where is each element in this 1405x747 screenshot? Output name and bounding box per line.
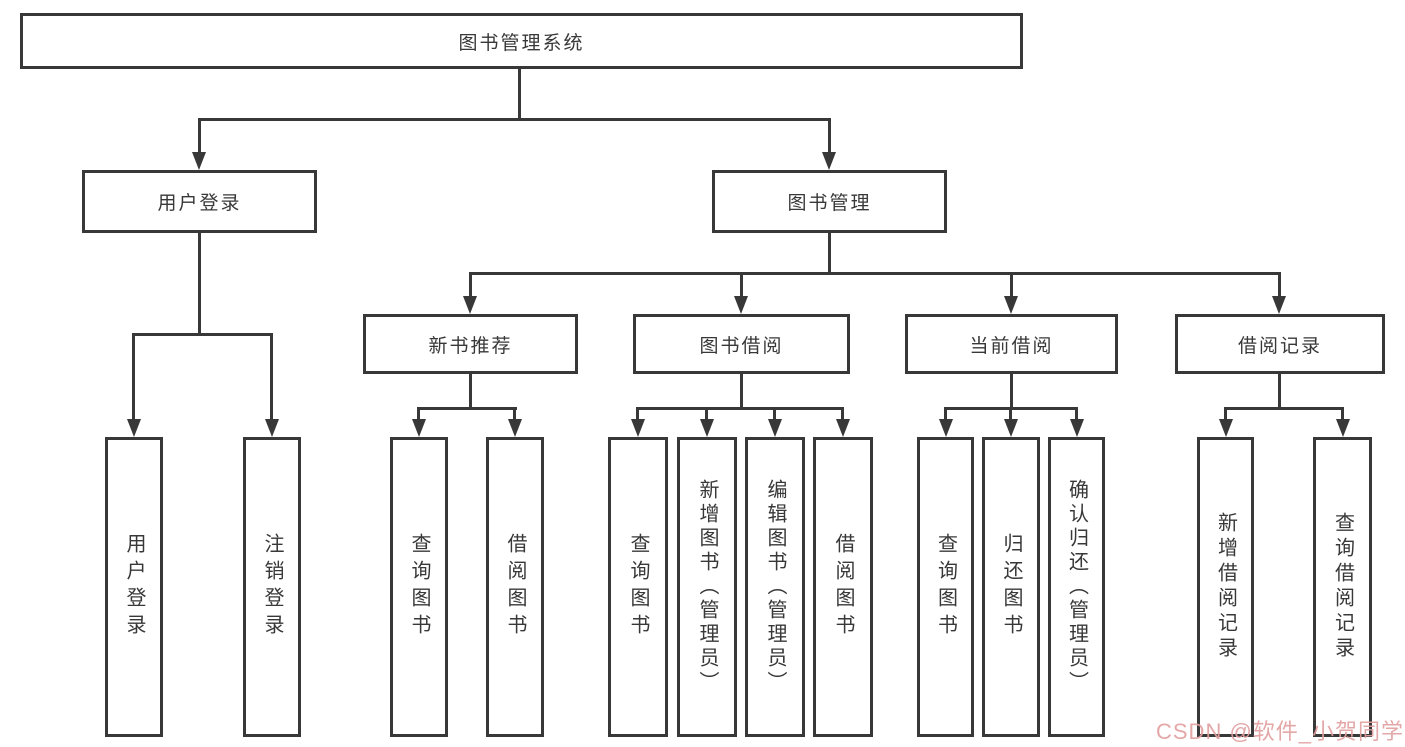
leaf-recommend-query-books: 查询图书 — [390, 437, 448, 737]
connector-root-bar — [198, 118, 830, 121]
node-new-book-recommend: 新书推荐 — [363, 314, 578, 374]
connector-to-current-borrow — [1010, 272, 1013, 298]
leaf-borrow-books-label: 借阅图书 — [832, 533, 854, 641]
arrow-down-icon — [939, 419, 953, 437]
arrow-down-icon — [412, 419, 426, 437]
arrow-down-icon — [1336, 419, 1350, 437]
connector-to-leaf — [773, 407, 776, 421]
connector-to-leaf — [841, 407, 844, 421]
connector-to-leaf — [1075, 407, 1078, 421]
leaf-return-books-label: 归还图书 — [1000, 533, 1022, 641]
connector-book-management-stem — [828, 233, 831, 275]
arrow-down-icon — [463, 296, 477, 314]
leaf-borrow-query-books: 查询图书 — [608, 437, 668, 737]
connector-current-borrow-stem — [1010, 374, 1013, 410]
connector-to-leaf-user-login — [132, 333, 135, 419]
node-root-system: 图书管理系统 — [20, 13, 1023, 69]
connector-borrow-records-stem — [1278, 374, 1281, 410]
connector-user-login-stem — [198, 233, 201, 336]
connector-to-new-book-recommend — [469, 272, 472, 298]
connector-book-borrow-bar — [636, 407, 844, 410]
node-book-borrow: 图书借阅 — [633, 314, 850, 374]
node-book-borrow-label: 图书借阅 — [699, 335, 784, 357]
node-current-borrow-label: 当前借阅 — [969, 335, 1054, 357]
arrow-down-icon — [734, 296, 748, 314]
node-borrow-records-label: 借阅记录 — [1237, 335, 1322, 357]
connector-to-leaf — [944, 407, 947, 421]
node-borrow-records: 借阅记录 — [1175, 314, 1385, 374]
connector-to-borrow-records — [1278, 272, 1281, 298]
leaf-query-borrow-record-label: 查询借阅记录 — [1331, 512, 1354, 662]
connector-to-leaf-logout — [270, 333, 273, 419]
leaf-add-borrow-record-label: 新增借阅记录 — [1214, 512, 1237, 662]
leaf-borrow-query-books-label: 查询图书 — [627, 533, 649, 641]
leaf-add-books-admin: 新增图书（管理员） — [677, 437, 737, 737]
node-user-login: 用户登录 — [82, 170, 317, 233]
arrow-down-icon — [508, 419, 522, 437]
leaf-confirm-return-admin-label: 确认归还（管理员） — [1065, 479, 1088, 695]
arrow-down-icon — [1004, 419, 1018, 437]
leaf-query-borrow-record: 查询借阅记录 — [1313, 437, 1372, 737]
csdn-watermark: CSDN @软件_小贺同学 — [1156, 719, 1405, 744]
arrow-down-icon — [265, 419, 279, 437]
leaf-current-query-books-label: 查询图书 — [934, 533, 957, 641]
leaf-recommend-query-books-label: 查询图书 — [408, 533, 430, 641]
leaf-user-login-label: 用户登录 — [123, 533, 145, 641]
connector-to-leaf — [1341, 407, 1344, 421]
arrow-down-icon — [768, 419, 782, 437]
arrow-down-icon — [700, 419, 714, 437]
arrow-down-icon — [127, 419, 141, 437]
leaf-current-query-books: 查询图书 — [917, 437, 974, 737]
connector-to-user-login — [198, 118, 201, 156]
arrow-down-icon — [631, 419, 645, 437]
leaf-recommend-borrow-books: 借阅图书 — [486, 437, 544, 737]
arrow-down-icon — [1070, 419, 1084, 437]
connector-user-login-bar — [132, 333, 273, 336]
leaf-logout: 注销登录 — [243, 437, 301, 737]
leaf-confirm-return-admin: 确认归还（管理员） — [1048, 437, 1105, 737]
node-new-book-recommend-label: 新书推荐 — [428, 335, 513, 357]
leaf-user-login: 用户登录 — [105, 437, 163, 737]
connector-to-book-borrow — [740, 272, 743, 298]
connector-book-borrow-stem — [740, 374, 743, 410]
leaf-edit-books-admin-label: 编辑图书（管理员） — [764, 479, 786, 695]
node-current-borrow: 当前借阅 — [905, 314, 1118, 374]
connector-book-management-bar — [469, 272, 1281, 275]
leaf-return-books: 归还图书 — [982, 437, 1040, 737]
arrow-down-icon — [1004, 296, 1018, 314]
connector-to-leaf — [1009, 407, 1012, 421]
node-book-management-label: 图书管理 — [787, 193, 872, 214]
arrow-down-icon — [822, 152, 836, 170]
arrow-down-icon — [1272, 296, 1286, 314]
node-book-management: 图书管理 — [712, 170, 947, 233]
arrow-down-icon — [836, 419, 850, 437]
leaf-recommend-borrow-books-label: 借阅图书 — [504, 533, 526, 641]
connector-to-leaf — [705, 407, 708, 421]
leaf-edit-books-admin: 编辑图书（管理员） — [745, 437, 805, 737]
connector-root-stem — [518, 69, 521, 120]
connector-to-book-management — [828, 118, 831, 156]
connector-borrow-records-bar — [1224, 407, 1343, 410]
connector-to-leaf — [417, 407, 420, 421]
connector-to-leaf — [513, 407, 516, 421]
connector-to-leaf — [636, 407, 639, 421]
connector-recommend-stem — [469, 374, 472, 410]
arrow-down-icon — [192, 152, 206, 170]
leaf-logout-label: 注销登录 — [261, 533, 283, 641]
node-user-login-label: 用户登录 — [157, 193, 242, 214]
leaf-borrow-books: 借阅图书 — [813, 437, 873, 737]
connector-recommend-bar — [417, 407, 517, 410]
arrow-down-icon — [1219, 419, 1233, 437]
leaf-add-books-admin-label: 新增图书（管理员） — [696, 479, 718, 695]
node-root-label: 图书管理系统 — [458, 32, 585, 54]
leaf-add-borrow-record: 新增借阅记录 — [1197, 437, 1254, 737]
connector-to-leaf — [1224, 407, 1227, 421]
